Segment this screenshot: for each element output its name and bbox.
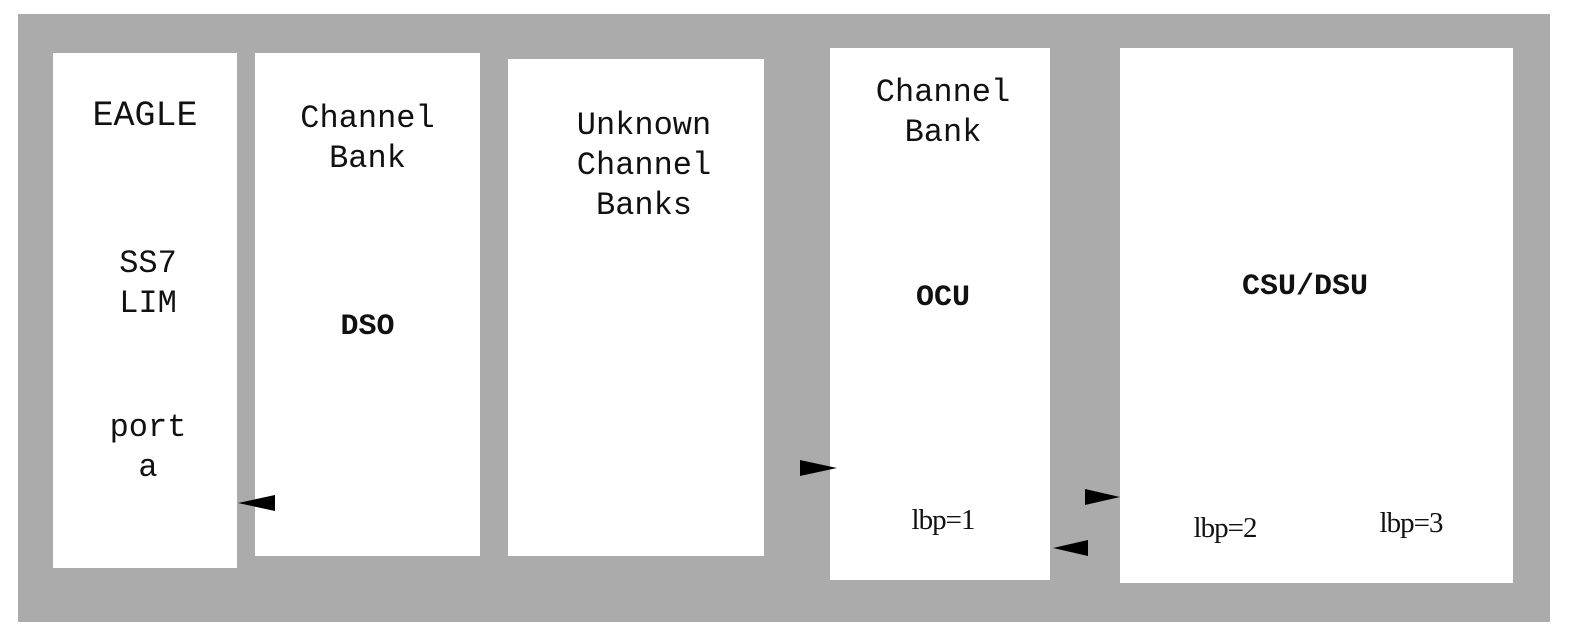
eagle-panel [53,53,237,568]
channel-bank-1-dso-label: DSO [340,310,395,344]
csu-dsu-lbp2-label: lbp=2 [1193,512,1258,544]
csu-dsu-title: CSU/DSU [1241,270,1369,304]
eagle-port-label: port a [109,409,187,486]
csu-dsu-lbp3-label: lbp=3 [1379,507,1444,539]
unknown-channel-banks-panel [508,59,764,556]
channel-bank-2-ocu-label: OCU [915,281,970,315]
unknown-channel-banks-title: Unknown Channel Banks [576,107,712,224]
arrow-right-icon [800,460,837,476]
eagle-lim-label: SS7 LIM [119,245,177,322]
arrow-left-icon [238,495,275,511]
channel-bank-2-lbp1-label: lbp=1 [911,504,976,536]
arrow-right-icon [1085,489,1120,505]
channel-bank-panel-1 [255,53,480,556]
csu-dsu-panel [1120,48,1513,583]
channel-bank-1-title: Channel Bank [300,100,435,177]
channel-bank-2-title: Channel Bank [875,74,1011,151]
eagle-title: EAGLE [92,96,198,136]
arrow-left-icon [1053,540,1088,556]
channel-bank-panel-2 [830,48,1050,580]
